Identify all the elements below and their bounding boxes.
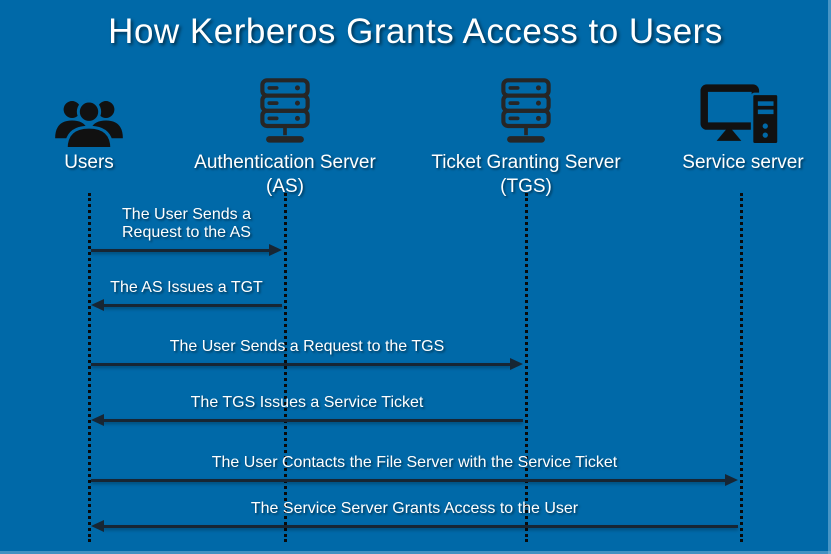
actor-label-authentication-server: Authentication Server: [194, 152, 376, 173]
arrow-right-icon: [91, 244, 282, 256]
message-label: The AS Issues a TGT: [110, 279, 263, 296]
users-group-icon: [19, 78, 159, 150]
desktop-computer-icon: [633, 78, 831, 150]
message-as-issues-tgt: The AS Issues a TGT: [91, 279, 282, 311]
arrow-right-icon: [91, 358, 523, 370]
arrow-left-icon: [91, 520, 738, 532]
message-label: The User Sends a Request to the TGS: [169, 338, 445, 355]
actor-label-ticket-granting-server: Ticket Granting Server: [431, 152, 621, 173]
message-label: The TGS Issues a Service Ticket: [190, 394, 424, 411]
lifeline-authentication-server: [284, 193, 287, 542]
actor-authentication-server: Authentication Server (AS): [165, 78, 405, 198]
page-title: How Kerberos Grants Access to Users: [108, 12, 723, 51]
server-rack-icon: [406, 78, 646, 150]
actor-sublabel-as: (AS): [266, 176, 304, 197]
lifeline-ticket-granting-server: [525, 193, 528, 542]
message-user-contacts-file-server: The User Contacts the File Server with t…: [91, 454, 738, 486]
arrow-left-icon: [91, 414, 523, 426]
arrow-left-icon: [91, 299, 282, 311]
actor-ticket-granting-server: Ticket Granting Server (TGS): [406, 78, 646, 198]
actor-sublabel-tgs: (TGS): [500, 176, 552, 197]
message-user-request-to-tgs: The User Sends a Request to the TGS: [91, 338, 523, 370]
actor-label-service-server: Service server: [682, 152, 804, 173]
server-rack-icon: [165, 78, 405, 150]
actor-service-server: Service server: [633, 78, 831, 174]
message-label: The Service Server Grants Access to the …: [250, 500, 579, 517]
message-tgs-issues-service-ticket: The TGS Issues a Service Ticket: [91, 394, 523, 426]
lifeline-users: [88, 193, 91, 542]
message-service-server-grants-access: The Service Server Grants Access to the …: [91, 500, 738, 532]
message-label: The User Contacts the File Server with t…: [211, 454, 618, 471]
message-label: The User Sends a Request to the AS: [122, 206, 251, 241]
arrow-right-icon: [91, 474, 738, 486]
lifeline-service-server: [740, 193, 743, 542]
actor-label-users: Users: [64, 152, 114, 173]
message-user-request-to-as: The User Sends a Request to the AS: [91, 206, 282, 256]
actor-users: Users: [19, 78, 159, 174]
